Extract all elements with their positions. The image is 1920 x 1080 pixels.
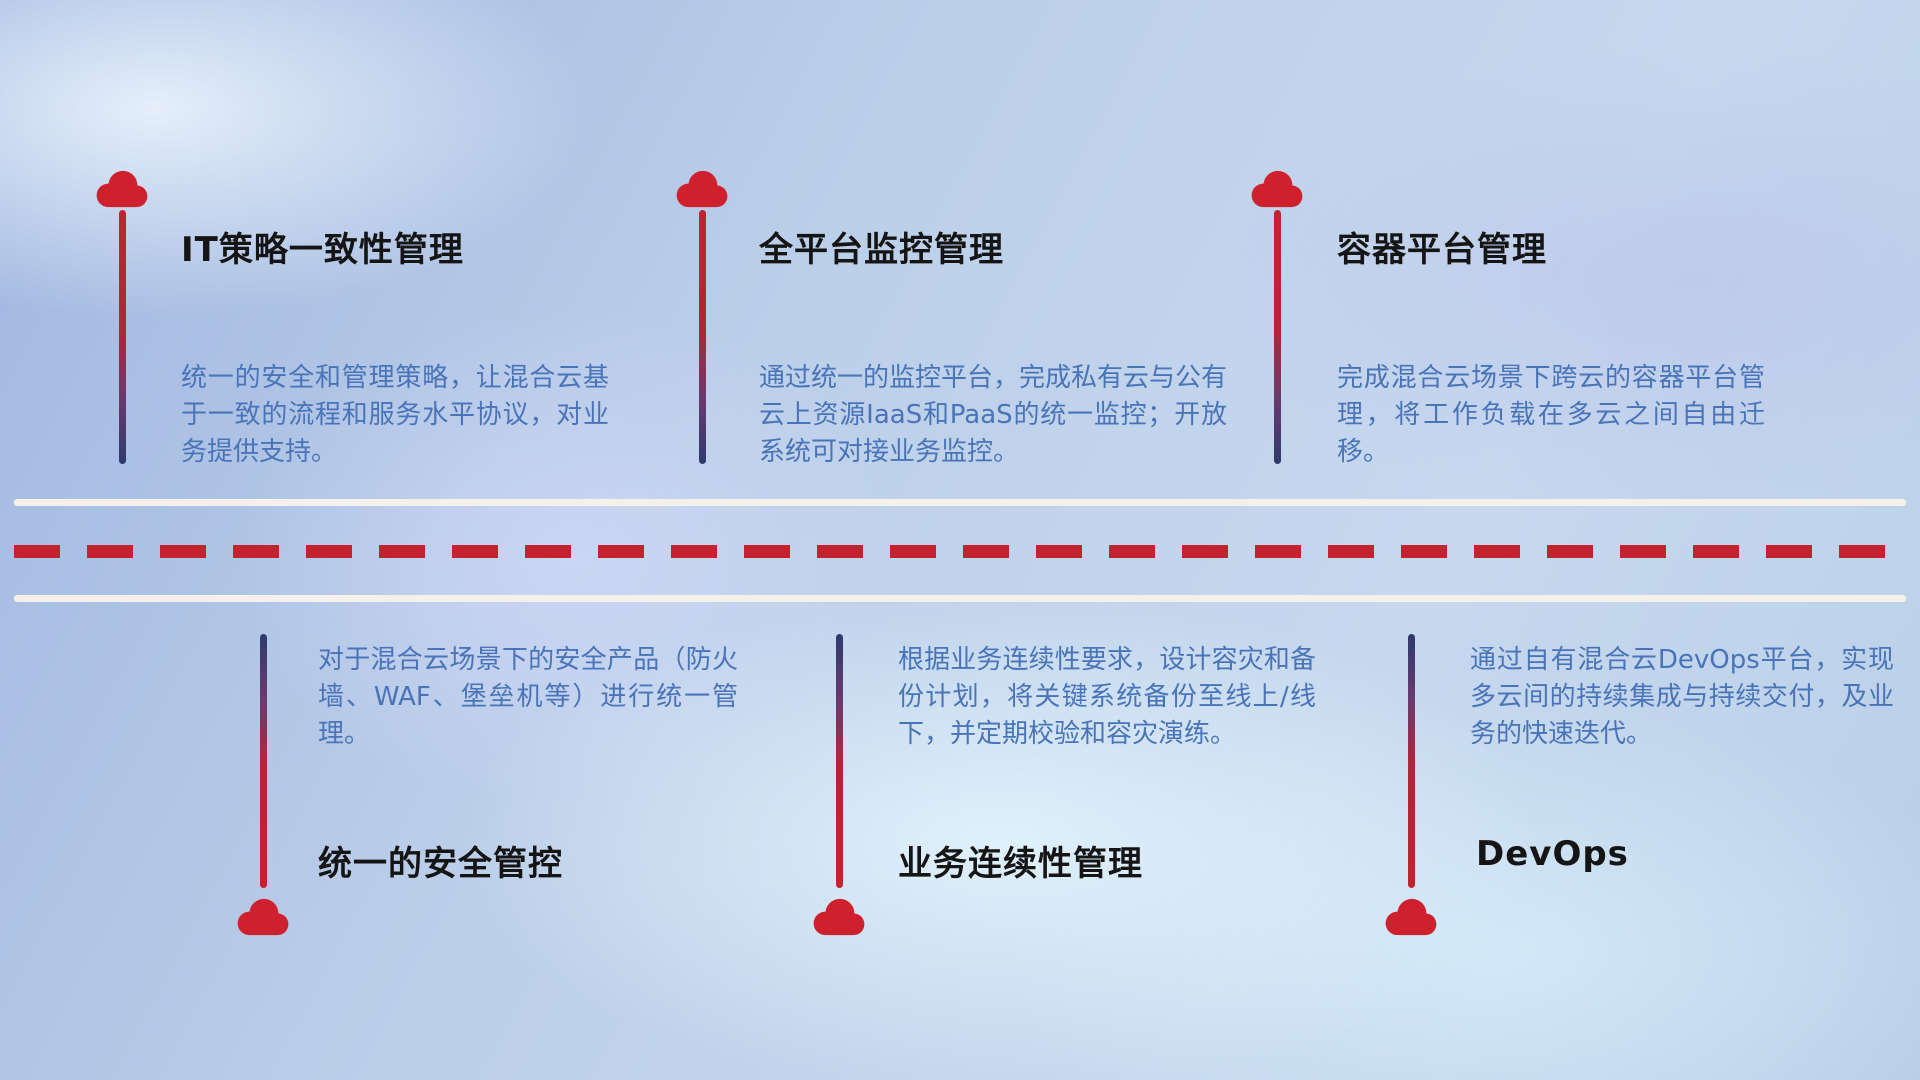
- timeline-connector: [699, 210, 706, 464]
- item-description: 完成混合云场景下跨云的容器平台管理，将工作负载在多云之间自由迁移。: [1337, 363, 1765, 467]
- item-title: IT策略一致性管理: [181, 230, 464, 270]
- item-description: 对于混合云场景下的安全产品（防火墙、WAF、堡垒机等）进行统一管理。: [318, 645, 738, 749]
- item-description: 根据业务连续性要求，设计容灾和备份计划，将关键系统备份至线上/线下，并定期校验和…: [898, 645, 1316, 749]
- timeline-connector: [119, 210, 126, 464]
- cloud-icon: [93, 168, 151, 210]
- cloud-icon: [1382, 896, 1440, 938]
- cloud-icon: [673, 168, 731, 210]
- item-description: 统一的安全和管理策略，让混合云基于一致的流程和服务水平协议，对业务提供支持。: [181, 363, 609, 467]
- item-description: 通过统一的监控平台，完成私有云与公有云上资源IaaS和PaaS的统一监控；开放系…: [759, 363, 1228, 467]
- item-title: 业务连续性管理: [898, 844, 1143, 884]
- item-title: DevOps: [1476, 834, 1629, 874]
- cloud-icon: [1248, 168, 1306, 210]
- timeline-connector: [836, 634, 843, 888]
- timeline-connector: [1274, 210, 1281, 464]
- item-description: 通过自有混合云DevOps平台，实现多云间的持续集成与持续交付，及业务的快速迭代…: [1470, 645, 1894, 749]
- timeline-connector: [260, 634, 267, 888]
- item-title: 全平台监控管理: [759, 230, 1004, 270]
- item-title: 统一的安全管控: [318, 844, 563, 884]
- timeline-divider-line-top: [14, 499, 1906, 506]
- timeline-divider-line-bottom: [14, 595, 1906, 602]
- timeline-connector: [1408, 634, 1415, 888]
- timeline-dashed-line: [14, 545, 1906, 558]
- item-title: 容器平台管理: [1337, 230, 1547, 270]
- cloud-icon: [810, 896, 868, 938]
- cloud-icon: [234, 896, 292, 938]
